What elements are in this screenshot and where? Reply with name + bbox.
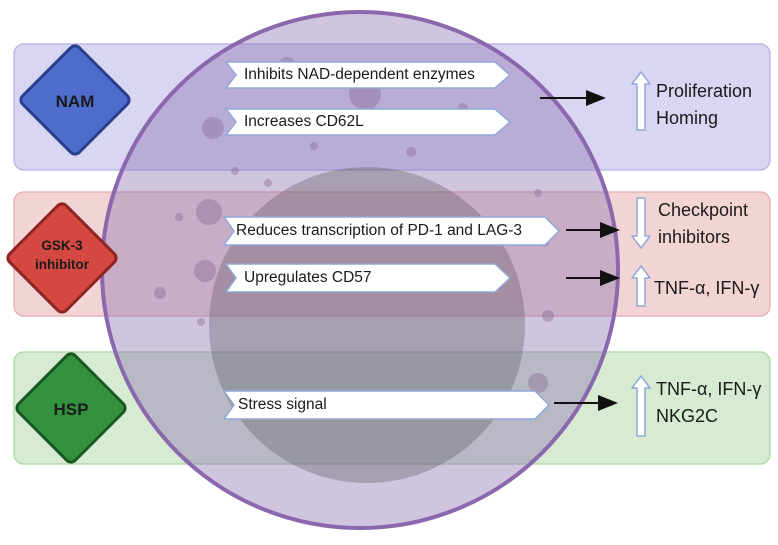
hsp-up-arrow-icon [631, 375, 651, 437]
gsk3-outcome-1-line-2: inhibitors [658, 227, 731, 247]
nam-effect-pill-1 [224, 61, 512, 89]
nam-effect-1: Inhibits NAD-dependent enzymes [244, 66, 475, 83]
gsk3-down-arrow-icon [631, 197, 651, 249]
nam-label: NAM [55, 92, 95, 111]
nam-diamond [19, 44, 131, 156]
hsp-outcome-line-2: NKG2C [656, 406, 719, 426]
gsk3-effect-pill-1 [222, 216, 561, 246]
hsp-outcome-line-1: TNF-α, IFN-γ [656, 379, 762, 399]
hsp-label: HSP [53, 400, 89, 419]
gsk3-effect-1: Reduces transcription of PD-1 and LAG-3 [236, 222, 523, 239]
gsk3-up-arrow-icon [631, 265, 651, 307]
hsp-diamond [15, 352, 127, 464]
gsk3-label-line1: GSK-3 [41, 238, 83, 253]
gsk3-diamond [6, 202, 118, 314]
hsp-effect-pill-1 [222, 390, 551, 420]
hsp-effect-1: Stress signal [238, 396, 327, 413]
gsk3-effect-2: Upregulates CD57 [244, 269, 372, 286]
nam-outcome-line-2: Homing [656, 108, 719, 128]
gsk3-effect-pill-2 [224, 263, 512, 293]
gsk3-outcome-1-line-1: Checkpoint [658, 200, 749, 220]
nam-effect-2: Increases CD62L [244, 113, 364, 130]
nam-effect-pill-2 [224, 108, 512, 136]
gsk3-outcome-2-line-1: TNF-α, IFN-γ [654, 278, 760, 298]
cell-nucleus [209, 167, 525, 483]
gsk3-label-line2: inhibitor [35, 257, 89, 272]
nam-up-arrow-icon [631, 71, 651, 131]
nam-outcome-line-1: Proliferation [656, 81, 753, 101]
